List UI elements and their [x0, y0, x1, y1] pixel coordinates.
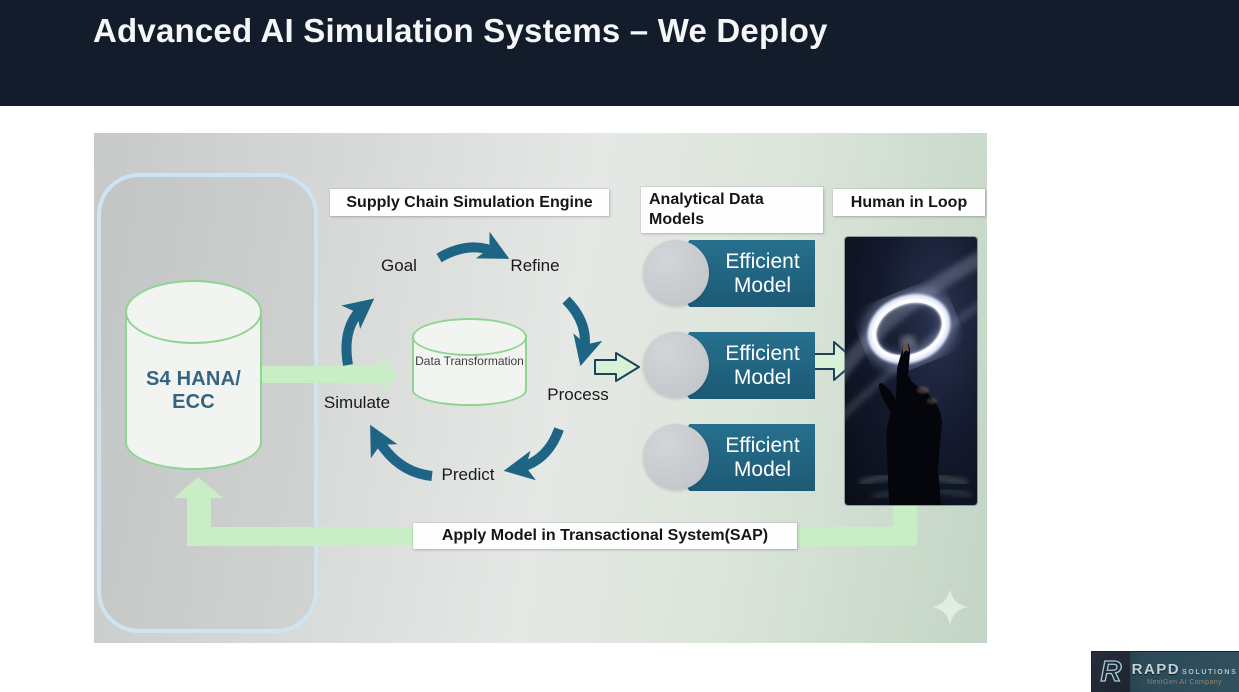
engine-title-box: Supply Chain Simulation Engine	[330, 189, 609, 216]
glow-ring-icon	[860, 287, 958, 371]
model-label-line1: Efficient	[725, 433, 800, 457]
cycle-label-process: Process	[547, 385, 609, 404]
cycle-label-simulate: Simulate	[323, 393, 391, 412]
analytical-models-title-box: Analytical Data Models	[641, 187, 823, 233]
model-circle-3	[643, 424, 709, 490]
light-streak	[845, 252, 977, 380]
header-bar: Advanced AI Simulation Systems – We Depl…	[0, 0, 1239, 106]
cycle-label-refine: Refine	[510, 256, 560, 275]
outlined-arrow-to-models	[594, 352, 640, 382]
arrow-predict-to-simulate	[370, 424, 433, 481]
model-label-line2: Model	[733, 365, 792, 389]
model-label-line2: Model	[733, 273, 792, 297]
efficient-model-box-3: Efficient Model	[664, 424, 815, 491]
photo-graphic	[845, 252, 977, 505]
logo-brand: RAPD	[1131, 660, 1181, 678]
s4-hana-cylinder: S4 HANA/ ECC	[125, 280, 262, 470]
sparkle-icon	[932, 589, 968, 625]
logo-mark-icon: R	[1092, 652, 1130, 692]
diagram-panel: S4 HANA/ ECC Data Transformation Supply …	[94, 133, 987, 643]
data-transformation-cylinder: Data Transformation	[412, 318, 527, 406]
cycle-arrows	[341, 231, 603, 481]
model-circle-2	[643, 332, 709, 398]
hand-highlight	[917, 386, 929, 394]
logo-mark-letter: R	[1100, 655, 1122, 688]
model-label-line1: Efficient	[725, 249, 800, 273]
arrow-refine-to-process	[562, 296, 603, 367]
hand-highlight	[927, 398, 937, 404]
page-title: Advanced AI Simulation Systems – We Depl…	[93, 12, 828, 49]
cylinder-top	[125, 280, 262, 344]
cylinder-top	[412, 318, 527, 356]
s4-hana-label: S4 HANA/ ECC	[146, 368, 241, 413]
human-in-loop-title-box: Human in Loop	[833, 189, 985, 216]
model-label-line1: Efficient	[725, 341, 800, 365]
cycle-label-predict: Predict	[441, 465, 495, 484]
data-transformation-label: Data Transformation	[415, 354, 524, 368]
arrow-simulate-to-goal	[341, 298, 375, 366]
logo-tagline: NextGen AI Company	[1147, 678, 1222, 686]
model-label-line2: Model	[733, 457, 792, 481]
arrow-process-to-predict	[503, 427, 564, 481]
apply-model-label-box: Apply Model in Transactional System(SAP)	[413, 523, 797, 549]
logo-text: RAPD SOLUTIONS NextGen AI Company	[1130, 652, 1239, 692]
human-in-loop-photo	[845, 237, 977, 505]
cycle-label-goal: Goal	[381, 256, 417, 275]
model-circle-1	[643, 240, 709, 306]
logo-suffix: SOLUTIONS	[1182, 668, 1238, 676]
arrow-goal-to-refine	[436, 231, 510, 263]
company-logo: R RAPD SOLUTIONS NextGen AI Company	[1092, 652, 1239, 692]
green-arrow-simulate	[262, 356, 397, 392]
hand-silhouette	[878, 342, 942, 505]
hand-highlight	[903, 342, 909, 355]
